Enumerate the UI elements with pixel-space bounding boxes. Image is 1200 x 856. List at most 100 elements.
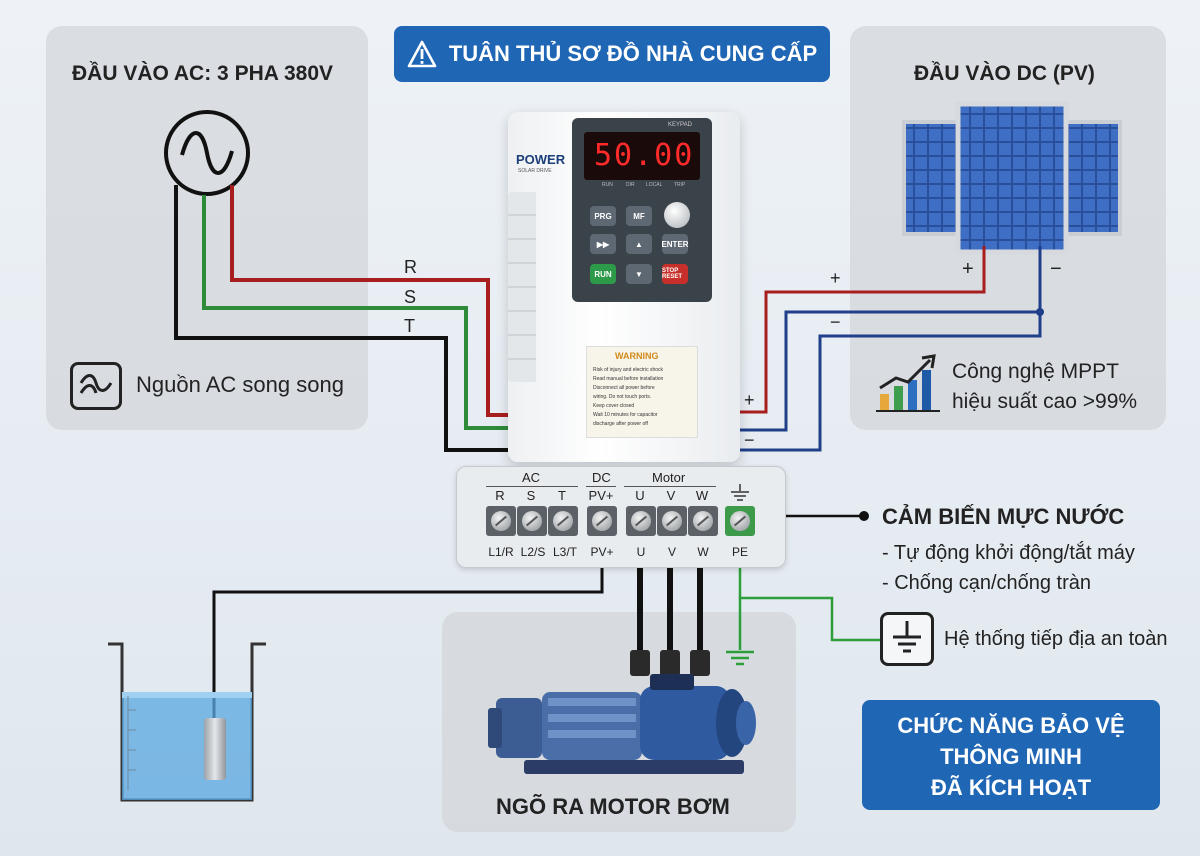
group-dc-bracket — [586, 486, 616, 487]
key-run[interactable]: RUN — [590, 264, 616, 284]
inverter-minus-label: − — [744, 430, 755, 450]
wire-pv-minus — [740, 246, 1042, 432]
dc-plus-wire-label: + — [830, 268, 841, 288]
terminal-top-t: T — [558, 488, 566, 503]
indicator-dir: DIR — [626, 182, 635, 188]
indicator-local: LOCAL — [646, 182, 663, 188]
wire-t — [174, 185, 514, 452]
dc-input-title: ĐẦU VÀO DC (PV) — [914, 62, 1095, 85]
warning-title: WARNING — [615, 351, 659, 361]
warning-line: discharge after power off — [593, 421, 648, 427]
terminal-top-v: V — [666, 488, 676, 503]
terminal-top-s: S — [526, 488, 536, 503]
inverter-plus-label: + — [744, 390, 755, 410]
header-title: TUÂN THỦ SƠ ĐỒ NHÀ CUNG CẤP — [448, 41, 818, 66]
parallel-ac-label: Nguồn AC song song — [136, 372, 344, 397]
terminal-top-u: U — [635, 488, 645, 503]
inverter-brand-sub: SOLAR DRIVE — [518, 168, 552, 174]
parallel-ac-icon — [70, 362, 122, 410]
terminal-screw-pe — [725, 506, 755, 536]
mppt-line1: Công nghệ MPPT — [952, 360, 1119, 383]
pv-plus-label: + — [962, 258, 974, 280]
terminal-screw-pv — [587, 506, 617, 536]
warning-line: Risk of injury and electric shock — [593, 367, 664, 373]
ac-sine-icon — [164, 110, 250, 196]
terminal-bottom-l3: L3/T — [552, 545, 577, 559]
pv-minus-label: − — [1050, 258, 1062, 280]
dc-minus-wire-label: − — [830, 312, 841, 332]
key-prg[interactable]: PRG — [590, 206, 616, 226]
wire-pv-minus-2 — [740, 312, 1042, 452]
phase-s-label: S — [404, 287, 417, 307]
terminal-screw-u — [626, 506, 656, 536]
phase-r-label: R — [404, 257, 417, 277]
group-dc-label: DC — [592, 470, 611, 485]
terminal-screw-r — [486, 506, 516, 536]
key-knob[interactable] — [664, 202, 690, 228]
motor-label: NGÕ RA MOTOR BƠM — [496, 794, 730, 819]
motor-pump-icon — [488, 674, 756, 774]
header-banner: TUÂN THỦ SƠ ĐỒ NHÀ CUNG CẤP — [394, 26, 830, 82]
terminal-bottom-pv: PV+ — [590, 545, 614, 559]
group-motor-label: Motor — [652, 470, 686, 485]
terminal-screw-t — [548, 506, 578, 536]
warning-label: WARNING Risk of injury and electric shoc… — [586, 346, 698, 438]
key-stop[interactable]: STOP RESET — [662, 264, 688, 284]
warning-line: Wait 10 minutes for capacitor — [593, 412, 658, 418]
indicator-run: RUN — [602, 182, 613, 188]
inverter-brand: POWER — [516, 152, 566, 167]
group-motor-bracket — [624, 486, 716, 487]
water-sensor-line1: - Tự động khởi động/tắt máy — [882, 542, 1135, 564]
mppt-line2: hiệu suất cao >99% — [952, 390, 1138, 413]
water-sensor-line2: - Chống cạn/chống tràn — [882, 572, 1092, 594]
terminal-top-pv: PV+ — [588, 488, 614, 503]
water-tank — [104, 640, 270, 804]
indicator-trip: TRIP — [674, 182, 686, 188]
terminal-screw-v — [657, 506, 687, 536]
keypad-label: KEYPAD — [668, 122, 692, 128]
terminal-bottom-l1: L1/R — [488, 545, 514, 559]
group-ac-bracket — [486, 486, 578, 487]
terminal-top-w: W — [695, 488, 709, 503]
inverter-display: 50.00 — [584, 132, 700, 180]
ground-symbol-small-icon — [731, 484, 749, 501]
wire-pv-plus — [740, 246, 986, 414]
phase-t-label: T — [404, 316, 415, 336]
terminal-bottom-l2: L2/S — [520, 545, 546, 559]
wire-sensor — [212, 566, 604, 720]
terminal-bottom-pe: PE — [731, 545, 748, 559]
terminal-bottom-u: U — [636, 545, 646, 559]
key-up[interactable]: ▲ — [626, 234, 652, 254]
key-down[interactable]: ▼ — [626, 264, 652, 284]
terminal-bottom-w: W — [697, 545, 709, 559]
protection-banner: CHỨC NĂNG BẢO VỆ THÔNG MINH ĐÃ KÍCH HOẠT — [862, 700, 1160, 810]
key-enter[interactable]: ENTER — [661, 234, 689, 254]
wire-ground — [738, 566, 880, 642]
ac-input-title: ĐẦU VÀO AC: 3 PHA 380V — [72, 62, 334, 85]
terminal-top-r: R — [495, 488, 505, 503]
wire-r — [230, 185, 514, 417]
protection-line2: THÔNG MINH — [940, 744, 1082, 769]
protection-line1: CHỨC NĂNG BẢO VỆ — [897, 713, 1125, 738]
terminal-screw-w — [688, 506, 718, 536]
growth-chart-icon — [876, 354, 940, 412]
ground-icon — [880, 612, 934, 666]
protection-line3: ĐÃ KÍCH HOẠT — [930, 775, 1092, 800]
warning-line: wiring. Do not touch ports. — [593, 394, 652, 400]
group-ac-label: AC — [522, 470, 541, 485]
warning-line: Disconnect all power before — [593, 385, 655, 391]
key-mf[interactable]: MF — [626, 206, 652, 226]
warning-triangle-icon — [407, 40, 437, 68]
key-shift[interactable]: ▶▶ — [590, 234, 616, 254]
solar-panels-icon — [902, 101, 1122, 255]
inverter-body: POWER SOLAR DRIVE KEYPAD 50.00 RUN DIR L… — [508, 112, 740, 462]
terminal-bottom-v: V — [667, 545, 676, 559]
display-value: 50.00 — [594, 138, 695, 173]
inverter-fins — [508, 192, 536, 382]
warning-line: Read manual before installation — [593, 376, 664, 382]
warning-line: Keep cover closed — [593, 403, 635, 409]
terminal-screw-s — [517, 506, 547, 536]
level-sensor-probe — [204, 718, 226, 780]
ground-label: Hệ thống tiếp địa an toàn — [944, 628, 1168, 650]
